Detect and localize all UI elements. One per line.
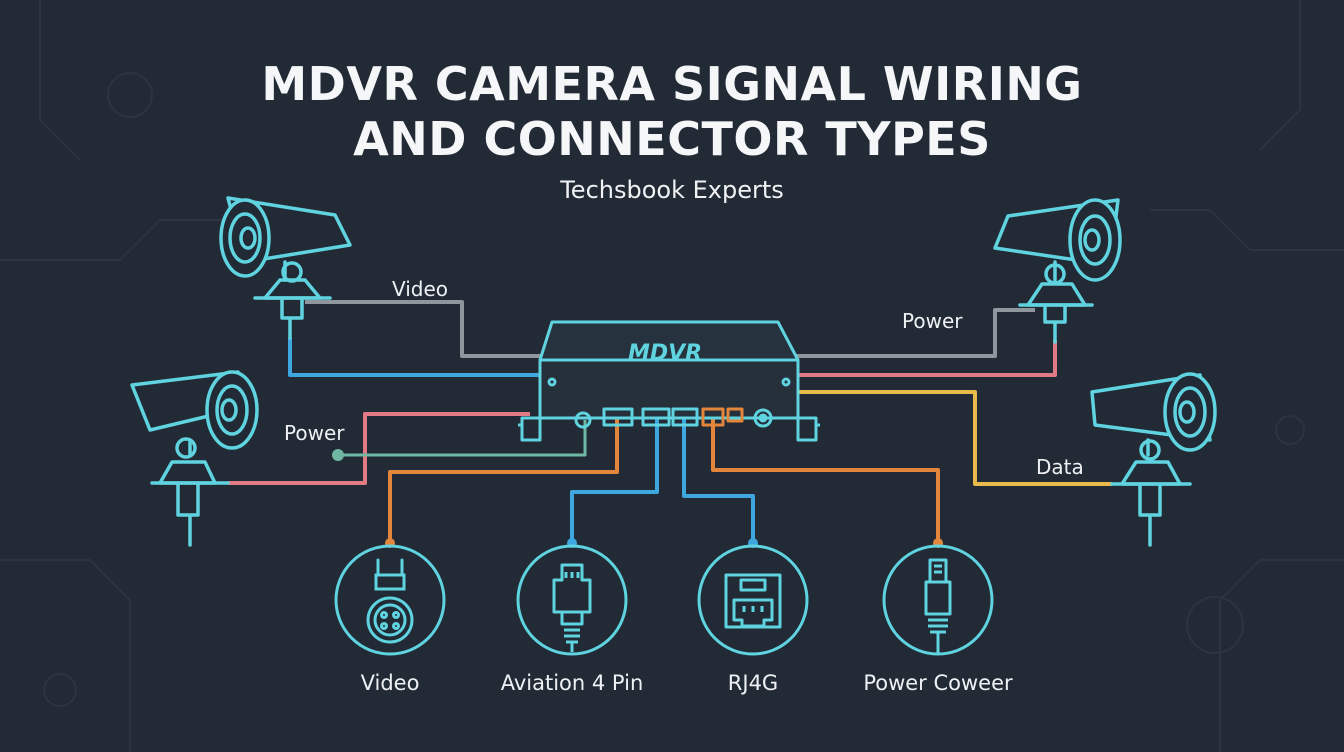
connector-power: Power Coweer bbox=[863, 538, 1013, 695]
wire-label-data-right: Data bbox=[1036, 455, 1084, 479]
data-wire-right bbox=[795, 390, 1112, 486]
aviation-connector-icon bbox=[516, 544, 628, 656]
power-connector-wire bbox=[711, 418, 940, 543]
wire-label-power-top-right: Power bbox=[902, 309, 963, 333]
page-subtitle: Techsbook Experts bbox=[560, 176, 784, 204]
connector-aviation: Aviation 4 Pin bbox=[501, 538, 644, 695]
connector-label-power: Power Coweer bbox=[863, 671, 1013, 695]
power-wire-top-right bbox=[795, 308, 1035, 358]
red-wire-top-right bbox=[795, 340, 1057, 377]
power-tap-dot bbox=[332, 449, 344, 461]
camera-right bbox=[1090, 372, 1217, 547]
connector-label-rj45: RJ4G bbox=[728, 671, 778, 695]
wire-label-power-left: Power bbox=[284, 421, 345, 445]
rj45-connector-wire bbox=[682, 418, 755, 543]
rj45-connector-icon bbox=[697, 544, 809, 656]
camera-top-left bbox=[219, 196, 352, 340]
connector-label-video: Video bbox=[361, 671, 420, 695]
page-title-line-1: MDVR CAMERA SIGNAL WIRING bbox=[261, 57, 1083, 111]
connector-rj45: RJ4G bbox=[697, 538, 809, 695]
mdvr-device bbox=[518, 320, 820, 442]
connector-video: Video bbox=[334, 538, 446, 695]
wires bbox=[228, 300, 1112, 543]
mdvr-device-label: MDVR bbox=[628, 341, 702, 366]
video-wire-top-left bbox=[305, 300, 548, 358]
camera-top-right bbox=[993, 198, 1122, 344]
blue-wire-top-left bbox=[288, 338, 548, 377]
usb-connector-icon bbox=[882, 544, 994, 656]
camera-left bbox=[130, 370, 259, 547]
aviation-connector-wire bbox=[570, 418, 659, 543]
connector-label-aviation: Aviation 4 Pin bbox=[501, 671, 644, 695]
video-connector-wire bbox=[388, 418, 619, 543]
page-title-line-2: AND CONNECTOR TYPES bbox=[353, 112, 991, 166]
video-connector-icon bbox=[334, 544, 446, 656]
wire-label-video-top-left: Video bbox=[392, 277, 448, 301]
power-tap-wire bbox=[338, 420, 587, 457]
power-wire-left bbox=[228, 412, 530, 485]
